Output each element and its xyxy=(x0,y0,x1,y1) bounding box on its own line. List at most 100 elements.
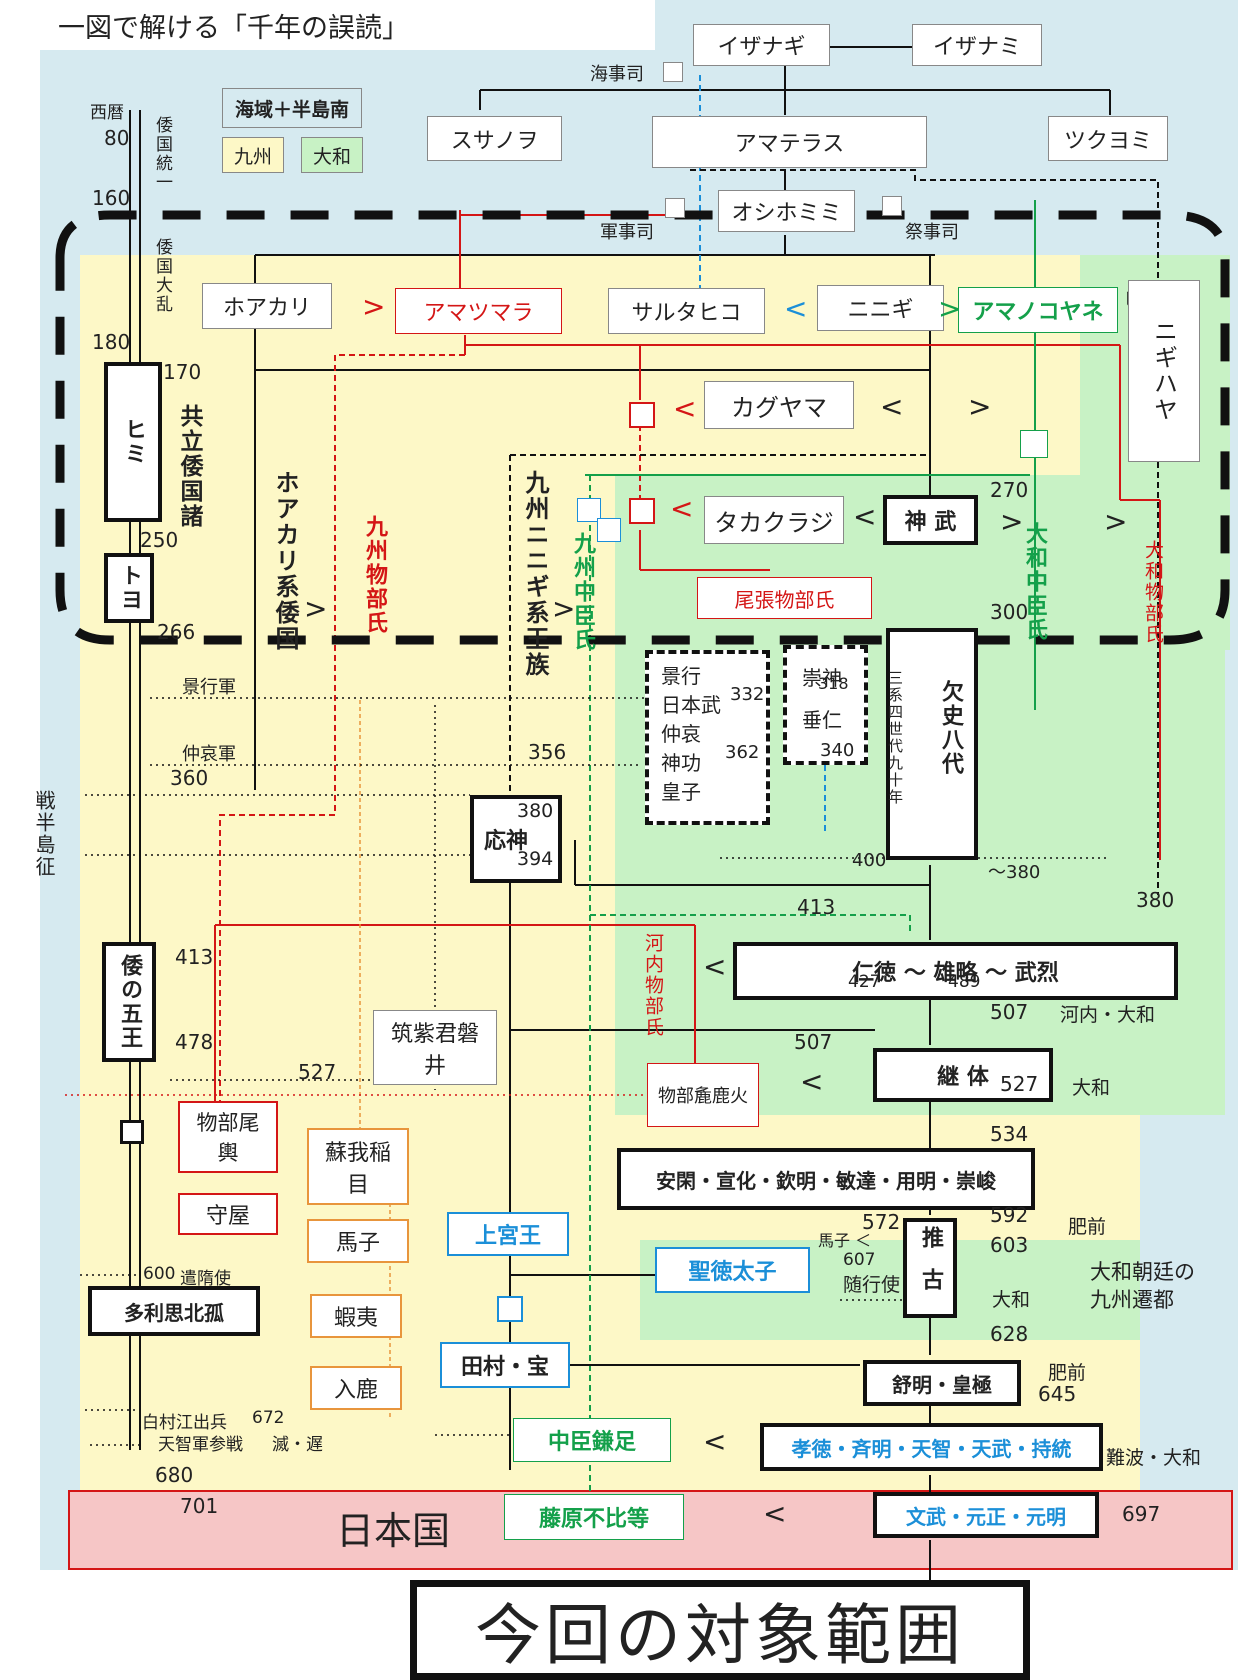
izanagi-box: イザナギ xyxy=(693,24,830,66)
arrow-ninigi: < xyxy=(784,292,808,325)
arrow-ninigi-line: > xyxy=(552,592,576,625)
gunji-marker xyxy=(665,198,685,218)
year-400: 400 xyxy=(852,850,887,871)
wakoku-tairan: 倭国大乱 xyxy=(152,238,172,314)
tamura-box: 田村・宝 xyxy=(440,1342,570,1388)
keiko-group-box: 景行 日本武 仲哀 神功 皇子 xyxy=(645,650,770,825)
yamato-label-suiko: 大和 xyxy=(992,1289,1031,1311)
year-507b: 507 xyxy=(794,1030,833,1054)
year-394: 394 xyxy=(517,848,554,870)
arrow-kaguyama: < xyxy=(673,392,697,425)
tsukushi-text: 筑紫君磐井 xyxy=(390,1021,479,1079)
arrow-kotoku: < xyxy=(703,1425,727,1458)
kyushu-ninigi-label: 九州ニニギ系王族 xyxy=(521,470,549,678)
kawachi-mononobe-label: 河内物部氏 xyxy=(642,933,664,1038)
yamato-nakatomi-label: 大和中臣氏 xyxy=(1022,522,1047,642)
chuai-army-label: 仲哀軍 xyxy=(182,744,236,765)
wakoku-unify: 倭国統一 xyxy=(152,116,172,192)
year-380b: ～380 xyxy=(988,862,1041,883)
year-427: 427 xyxy=(848,972,881,992)
year-592: 592 xyxy=(990,1203,1029,1227)
year-527b: 527 xyxy=(1000,1072,1039,1096)
year-356: 356 xyxy=(528,740,567,764)
saiji-label: 祭事司 xyxy=(905,222,959,243)
keiko-group-text: 景行 日本武 仲哀 神功 皇子 xyxy=(661,664,721,804)
scope-banner: 今回の対象範囲 xyxy=(410,1580,1030,1680)
susanoo-box: スサノヲ xyxy=(427,116,562,161)
kesshi-label: 欠史八代 xyxy=(938,680,963,776)
year-266: 266 xyxy=(157,620,196,644)
toyo-box: トヨ xyxy=(104,553,154,623)
okoshi-box: 物部尾輿 xyxy=(178,1101,278,1173)
kyushu-nakatomi-label: 九州中臣氏 xyxy=(570,532,595,652)
amatsumara-box: アマツマラ xyxy=(395,288,562,334)
sento-label: 大和朝廷の九州遷都 xyxy=(1090,1260,1195,1312)
year-672: 672 xyxy=(252,1408,285,1428)
tarishihoko-box: 多利思北孤 xyxy=(88,1286,260,1336)
kaiji-marker xyxy=(663,62,683,82)
arrow-nintoku: < xyxy=(703,950,727,983)
nigihaya-box: ニギハヤ xyxy=(1128,280,1200,462)
year-80: 80 xyxy=(104,126,130,150)
saiji-marker xyxy=(882,196,902,216)
hizen-label-2: 肥前 xyxy=(1048,1362,1087,1384)
year-603: 603 xyxy=(990,1233,1029,1257)
hoakari-wakoku-label: ホアカリ系倭国 xyxy=(271,470,299,652)
kyoritsu-wakoku: 共立倭国諸 xyxy=(176,404,202,529)
year-380: 380 xyxy=(517,800,554,822)
sujin-group-text: 崇神 垂仁 xyxy=(802,666,842,732)
kamatari-box: 中臣鎌足 xyxy=(513,1418,671,1462)
year-507: 507 xyxy=(990,1000,1029,1024)
year-250: 250 xyxy=(140,528,179,552)
year-572: 572 xyxy=(862,1210,901,1234)
emishi-box: 蝦夷 xyxy=(310,1294,402,1338)
arrow-jinmu-right: > xyxy=(1000,505,1024,538)
year-360: 360 xyxy=(170,766,209,790)
kenzui-label: 遣隋使 xyxy=(180,1269,231,1289)
jomei-text: 舒明・皇極 xyxy=(892,1372,992,1397)
sarutahiko-box: サルタヒコ xyxy=(608,288,765,334)
year-170: 170 xyxy=(163,360,202,384)
fuhito-box: 藤原不比等 xyxy=(504,1494,684,1540)
kaguyama-box: カグヤマ xyxy=(704,381,854,429)
gunji-label: 軍事司 xyxy=(600,222,654,243)
title-area xyxy=(0,0,655,50)
arakahi-box: 物部麁鹿火 xyxy=(647,1063,759,1127)
himi-box: ヒミ xyxy=(104,362,162,522)
year-478: 478 xyxy=(175,1030,214,1054)
year-645: 645 xyxy=(1038,1382,1077,1406)
shotoku-box: 聖徳太子 xyxy=(655,1247,810,1293)
kaiji-label: 海事司 xyxy=(590,64,644,85)
owari-mononobe-box: 尾張物部氏 xyxy=(697,577,872,619)
legend-kyushu: 九州 xyxy=(222,137,284,173)
suiko-box: 推古 xyxy=(903,1218,957,1318)
amaterasu-box: アマテラス xyxy=(652,116,927,168)
arrow-kaguyama-right: < xyxy=(880,390,904,423)
wa-marker xyxy=(120,1120,144,1144)
oshihomimi-box: オシホミミ xyxy=(718,190,855,232)
ojin-box: 応神 xyxy=(470,795,562,883)
kawachi-yamato-label: 河内・大和 xyxy=(1060,1004,1156,1026)
yotsu-label: 三系四世代九十年 xyxy=(886,670,904,806)
naniwa-label: 難波・大和 xyxy=(1106,1447,1202,1469)
year-527: 527 xyxy=(298,1060,337,1084)
legend-sea: 海域＋半島南 xyxy=(222,88,362,128)
year-413b: 413 xyxy=(797,895,836,919)
kesshi-box xyxy=(886,628,978,860)
year-300: 300 xyxy=(990,600,1029,624)
year-340: 340 xyxy=(820,740,855,761)
iname-box: 蘇我稲目 xyxy=(307,1128,409,1205)
year-701: 701 xyxy=(180,1494,219,1518)
hakuson-label: 白村江出兵 xyxy=(142,1413,227,1433)
okoshi-text: 物部尾輿 xyxy=(196,1111,260,1165)
year-600: 600 xyxy=(143,1264,176,1284)
arrow-amatsumara: > xyxy=(362,290,386,323)
iruka-box: 入鹿 xyxy=(310,1366,402,1410)
umako-note: 馬子 ＜ xyxy=(818,1231,872,1250)
metsu-label: 滅・遅 xyxy=(272,1435,323,1455)
year-489: 489 xyxy=(948,972,981,992)
senhanto-label: 戦半島征 xyxy=(32,790,56,878)
kyushu-mononobe-label: 九州物部氏 xyxy=(362,515,387,635)
amenokoyane-marker xyxy=(1020,430,1048,458)
nihon-label: 日本国 xyxy=(336,1509,451,1553)
